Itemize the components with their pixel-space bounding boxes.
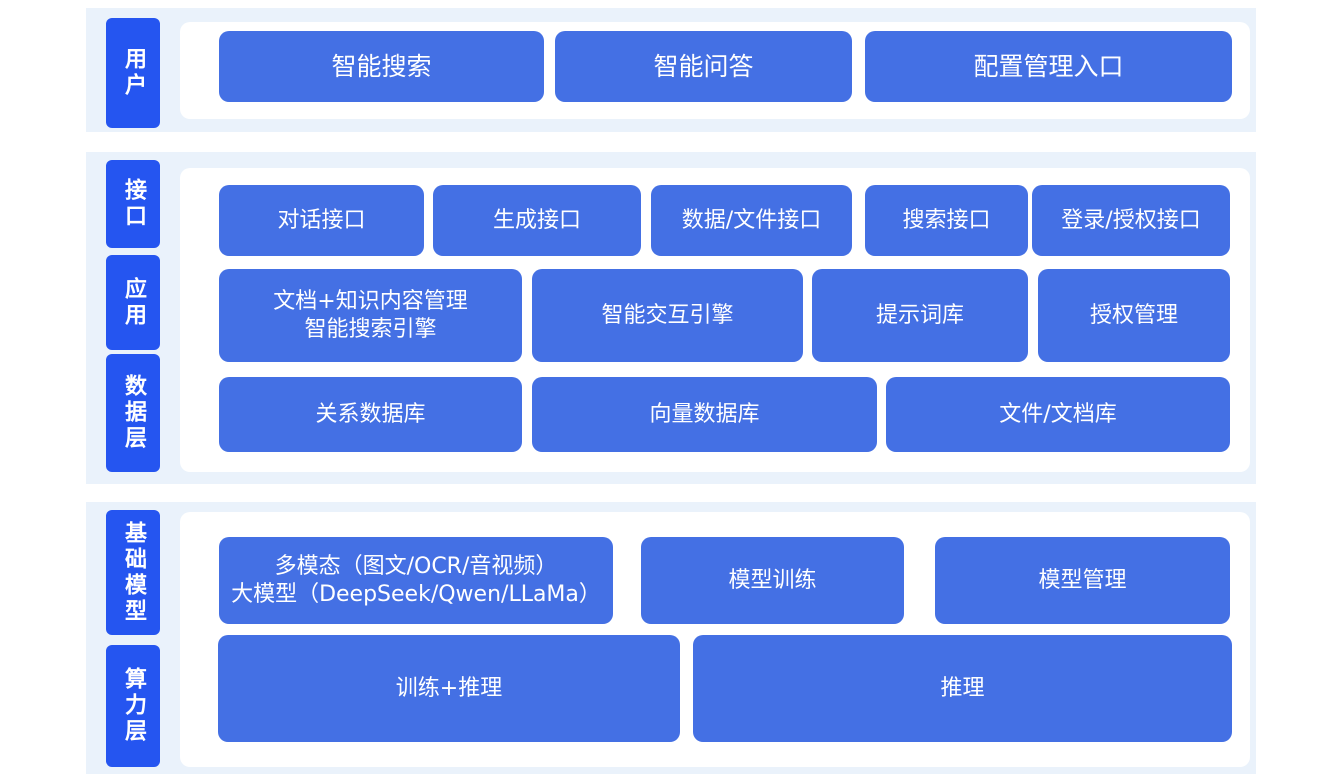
login-auth-api-box: 登录/授权接口: [1032, 185, 1230, 256]
training-inference-box: 训练+推理: [218, 635, 680, 742]
compute-layer-label: 算力层: [106, 645, 160, 767]
search-api-box: 搜索接口: [865, 185, 1028, 256]
dialog-api-box: 对话接口: [219, 185, 424, 256]
file-doc-library-box: 文件/文档库: [886, 377, 1230, 452]
doc-knowledge-search-box: 文档+知识内容管理 智能搜索引擎: [219, 269, 522, 362]
auth-management-box: 授权管理: [1038, 269, 1230, 362]
application-layer-label: 应用: [106, 255, 160, 350]
multimodal-llm-box: 多模态（图文/OCR/音视频） 大模型（DeepSeek/Qwen/LLaMa）: [219, 537, 613, 624]
relational-db-box: 关系数据库: [219, 377, 522, 452]
model-management-box: 模型管理: [935, 537, 1230, 624]
vector-db-box: 向量数据库: [532, 377, 877, 452]
inference-box: 推理: [693, 635, 1232, 742]
data-file-api-box: 数据/文件接口: [651, 185, 852, 256]
interaction-engine-box: 智能交互引擎: [532, 269, 803, 362]
config-entry-box: 配置管理入口: [865, 31, 1232, 102]
smart-qa-box: 智能问答: [555, 31, 852, 102]
prompt-library-box: 提示词库: [812, 269, 1028, 362]
generate-api-box: 生成接口: [433, 185, 641, 256]
base-model-layer-label: 基础模型: [106, 510, 160, 635]
data-layer-label: 数据层: [106, 354, 160, 472]
model-training-box: 模型训练: [641, 537, 904, 624]
smart-search-box: 智能搜索: [219, 31, 544, 102]
interface-layer-label: 接口: [106, 160, 160, 248]
user-layer-label: 用户: [106, 18, 160, 128]
